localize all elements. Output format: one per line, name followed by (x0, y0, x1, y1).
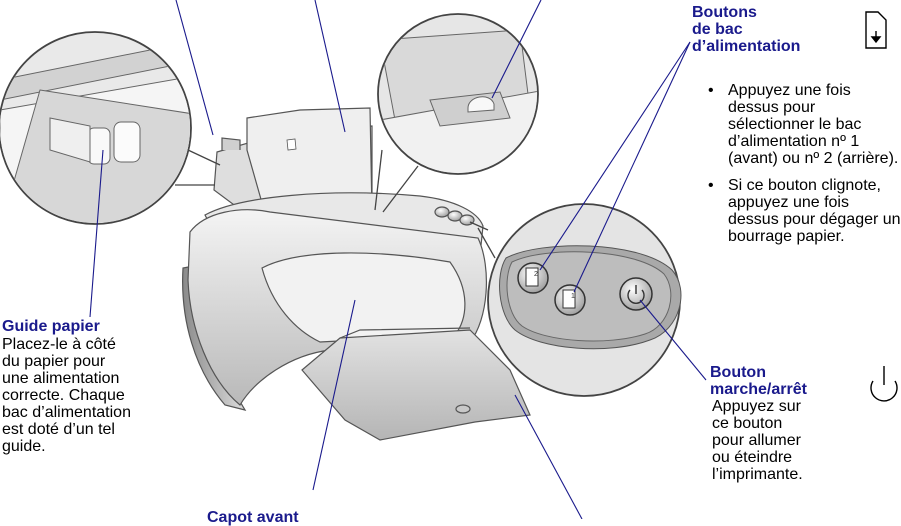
tray-buttons-bullet-2: Si ce bouton clignote, appuyez une fois … (706, 177, 901, 245)
output-tray (301, 329, 531, 441)
printer (182, 107, 531, 441)
svg-text:1: 1 (571, 293, 575, 300)
tray-feed-icon (865, 11, 887, 49)
paper-guide-magnifier (0, 31, 221, 225)
power-button-title: Bouton marche/arrêt (710, 364, 807, 398)
front-cover (261, 252, 466, 343)
paper-guide-title: Guide papier (2, 318, 100, 335)
tray-buttons-bullets: Appuyez une fois dessus pour sélectionne… (706, 82, 901, 255)
svg-text:2: 2 (534, 271, 538, 278)
tray-button-1[interactable]: 1 (554, 284, 586, 316)
leader-lines (89, 0, 707, 519)
power-button-desc: Appuyez sur ce bouton pour allumer ou ét… (712, 398, 803, 483)
power-icon (870, 366, 898, 402)
tray-buttons-bullet-1: Appuyez une fois dessus pour sélectionne… (706, 82, 901, 167)
tray-buttons-title: Boutons de bac d’alimentation (692, 4, 801, 55)
front-cover-title: Capot avant (207, 509, 299, 526)
control-panel-magnifier: 2 1 (469, 203, 682, 397)
power-button[interactable] (619, 277, 653, 311)
paper-guide-desc: Placez-le à côté du papier pour une alim… (2, 336, 131, 455)
tray-button-2[interactable]: 2 (517, 262, 549, 294)
